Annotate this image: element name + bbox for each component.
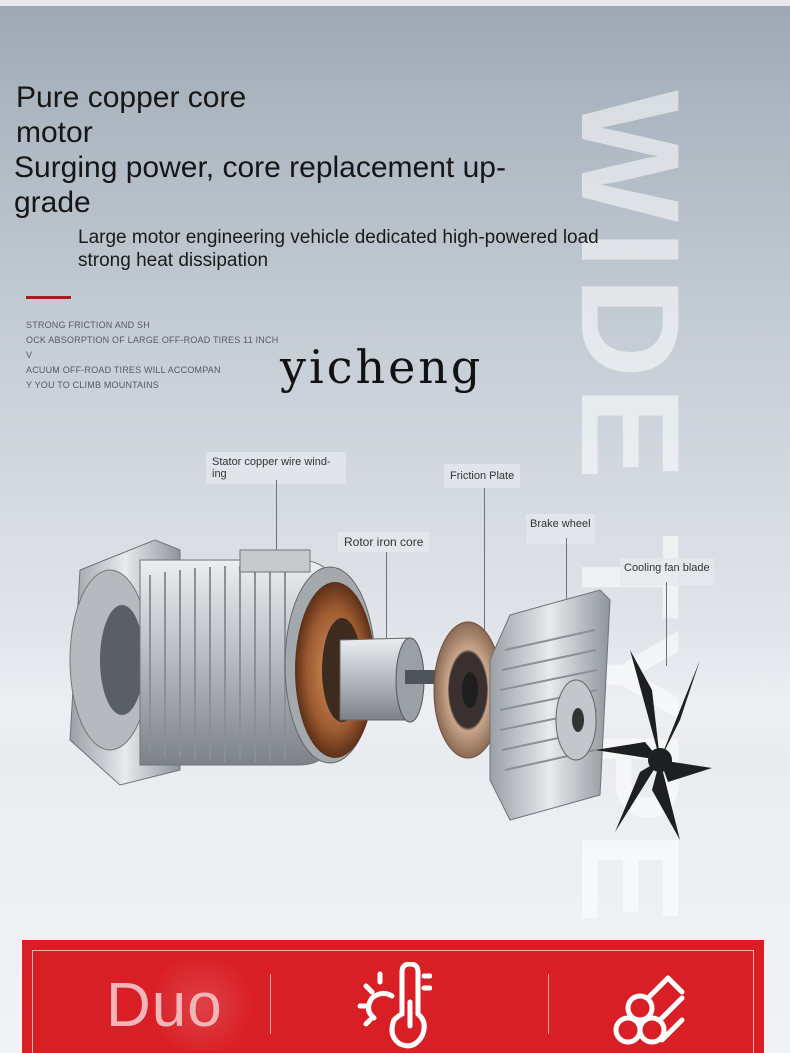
label-glow	[142, 960, 262, 1050]
description-line-4: Y YOU TO CLIMB MOUNTAINS	[26, 380, 159, 390]
description-line-3: ACUUM OFF-ROAD TIRES WILL ACCOMPAN	[26, 365, 221, 375]
headline-line-3: Surging power, core replacement up-	[14, 151, 506, 184]
callout-friction-plate: Friction Plate	[444, 464, 521, 488]
leader-line-rotor	[386, 552, 387, 644]
description-line-2: OCK ABSORPTION OF LARGE OFF-ROAD TIRES 1…	[26, 335, 279, 360]
accent-bar	[26, 296, 71, 299]
top-strip	[0, 0, 790, 6]
headline-line-1: Pure copper core	[16, 81, 247, 114]
headline-line-2: motor	[16, 116, 93, 149]
feature-panel-border	[32, 950, 754, 1053]
cooling-fan-blade	[595, 650, 712, 840]
feature-label: Duo	[106, 971, 223, 1040]
feature-panel: Duo	[22, 940, 764, 1053]
callout-stator-line-2: ing	[212, 468, 227, 480]
thermometer-sun-icon	[357, 962, 432, 1049]
headline-line-4: grade	[14, 186, 91, 219]
leader-line-brake	[566, 538, 567, 628]
brand-name: yicheng	[280, 340, 484, 394]
subheadline: Large motor engineering vehicle dedicate…	[78, 226, 698, 272]
subheadline-line-1: Large motor engineering vehicle dedicate…	[78, 227, 599, 248]
brake-wheel	[489, 589, 611, 821]
motor-exploded-illustration	[69, 539, 712, 840]
callout-stator: Stator copper wire wind- ing	[206, 452, 346, 484]
description-line-1: STRONG FRICTION AND SH	[26, 320, 150, 330]
leader-line-friction	[484, 488, 485, 634]
callout-brake-wheel: Brake wheel	[526, 514, 595, 544]
panel-divider-1	[270, 974, 271, 1034]
callout-stator-line-1: Stator copper wire wind-	[212, 456, 331, 468]
callout-rotor: Rotor iron core	[338, 532, 430, 552]
callout-cooling-fan: Cooling fan blade	[620, 558, 714, 586]
headline: Pure copper core motor Surging power, co…	[14, 80, 574, 220]
leader-line-stator	[276, 480, 277, 572]
subheadline-line-2: strong heat dissipation	[78, 250, 269, 271]
description-small: STRONG FRICTION AND SH OCK ABSORPTION OF…	[26, 318, 286, 393]
leader-line-fan	[666, 582, 667, 666]
pipes-bundle-icon	[613, 975, 685, 1045]
panel-divider-2	[548, 974, 549, 1034]
